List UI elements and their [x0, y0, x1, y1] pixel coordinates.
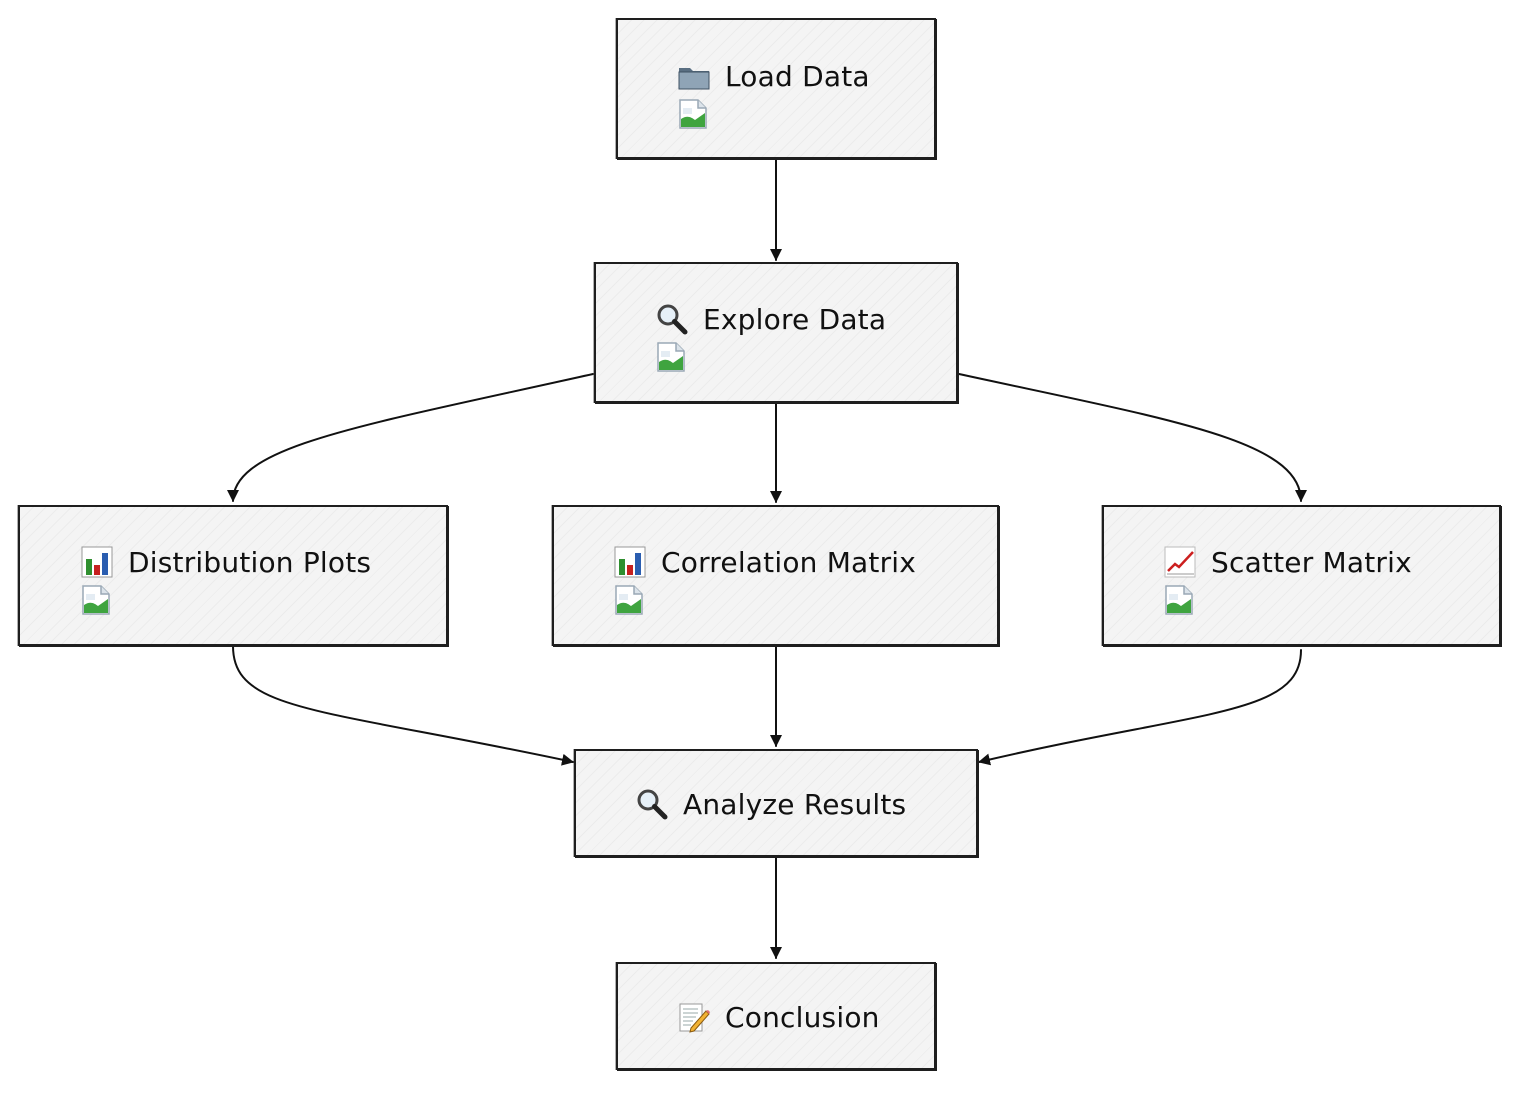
bar-chart-icon	[614, 546, 646, 578]
node-analyze-results[interactable]: Analyze Results	[574, 749, 978, 857]
node-label: Distribution Plots	[128, 545, 372, 579]
node-scatter-matrix[interactable]: Scatter Matrix	[1102, 505, 1501, 646]
broken-image-icon	[657, 342, 685, 372]
edge-explore-to-distribution	[227, 373, 594, 502]
node-distribution-plots[interactable]: Distribution Plots	[18, 505, 448, 646]
node-label: Conclusion	[725, 1000, 880, 1034]
magnifier-icon	[637, 789, 668, 820]
folder-icon	[678, 68, 710, 90]
edge-scatter-to-analyze	[978, 649, 1302, 766]
node-explore-data[interactable]: Explore Data	[594, 262, 958, 403]
edge-explore-to-scatter	[958, 373, 1307, 502]
node-label: Explore Data	[703, 302, 887, 336]
magnifier-icon	[657, 304, 688, 335]
node-label: Scatter Matrix	[1211, 545, 1412, 579]
node-correlation-matrix[interactable]: Correlation Matrix	[552, 505, 999, 646]
broken-image-icon	[615, 585, 643, 615]
broken-image-icon	[1165, 585, 1193, 615]
node-label: Load Data	[725, 59, 870, 93]
broken-image-icon	[679, 99, 707, 129]
memo-icon	[679, 1003, 710, 1033]
line-chart-icon	[1164, 546, 1196, 578]
node-conclusion[interactable]: Conclusion	[616, 962, 936, 1070]
node-label: Correlation Matrix	[661, 545, 917, 579]
node-load-data[interactable]: Load Data	[616, 18, 936, 159]
edge-distribution-to-analyze	[232, 645, 574, 766]
broken-image-icon	[82, 585, 110, 615]
node-label: Analyze Results	[683, 787, 907, 821]
bar-chart-icon	[81, 546, 113, 578]
